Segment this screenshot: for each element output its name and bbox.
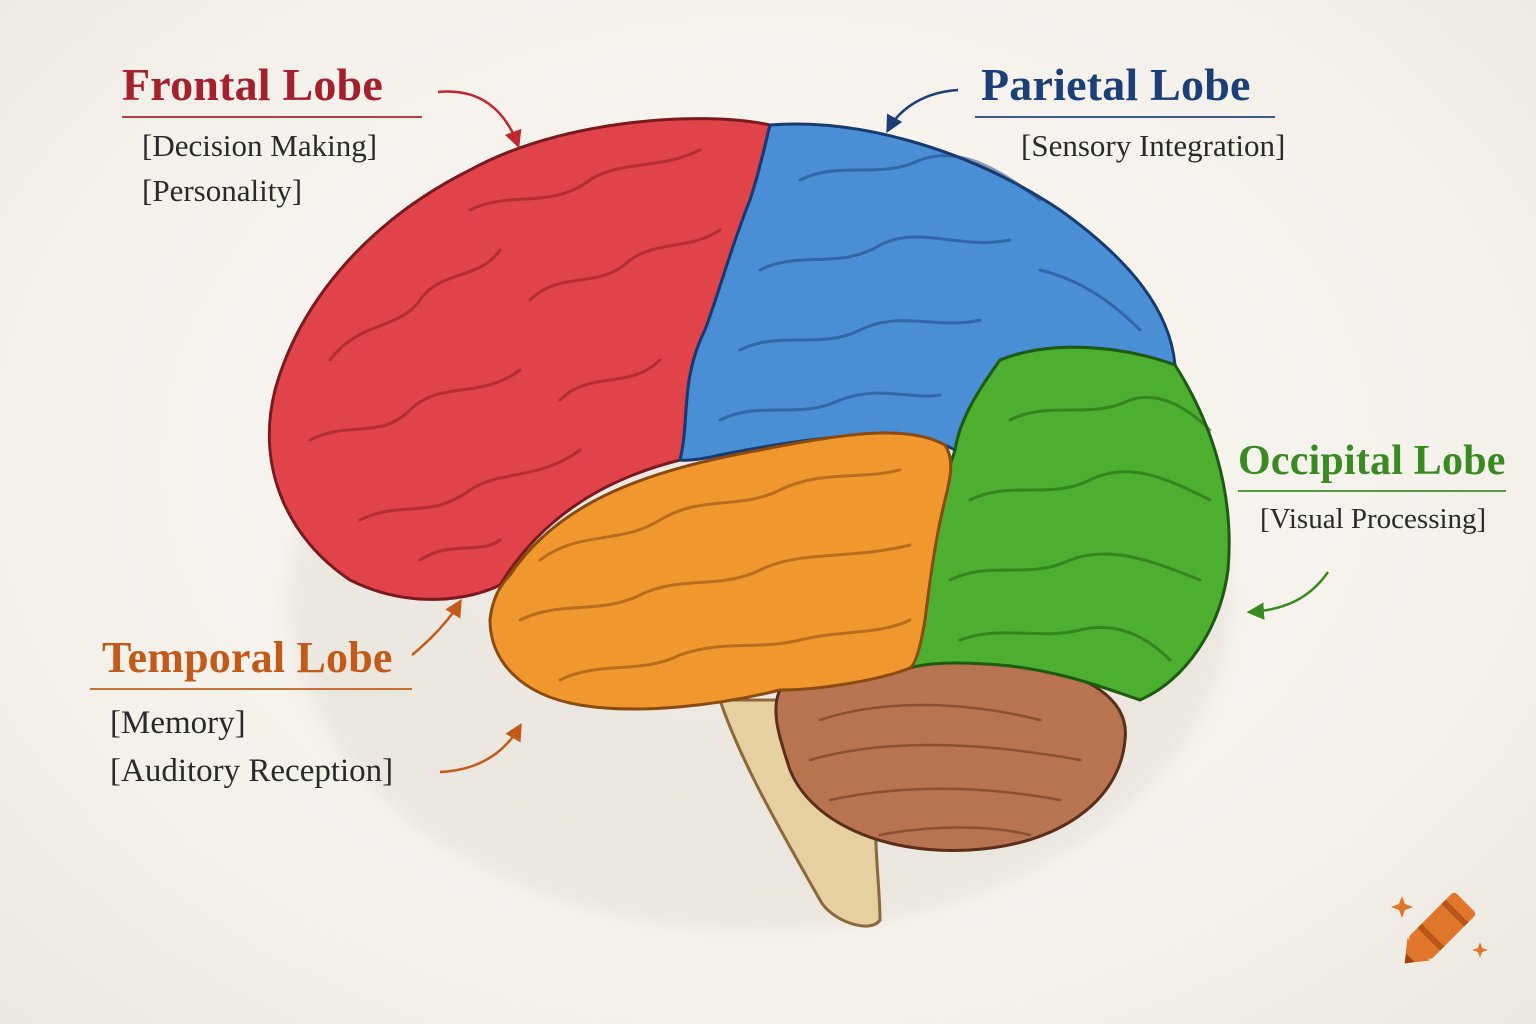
frontal-function-1: [Decision Making] xyxy=(142,128,378,163)
parietal-lobe-title: Parietal Lobe xyxy=(981,59,1251,110)
parietal-function-1: [Sensory Integration] xyxy=(1021,128,1286,163)
temporal-lobe-underline xyxy=(90,688,412,690)
parietal-arrow xyxy=(886,88,959,134)
frontal-gyri xyxy=(308,148,722,562)
occipital-arrow xyxy=(1246,571,1330,620)
frontal-lobe-underline xyxy=(122,116,422,118)
parietal-gyri xyxy=(718,154,1142,422)
frontal-function-2: [Personality] xyxy=(142,172,303,208)
temporal-lobe-callout: Temporal Lobe [Memory] [Auditory Recepti… xyxy=(90,636,412,796)
temporal-lobe-region xyxy=(488,431,953,711)
frontal-lobe-title: Frontal Lobe xyxy=(122,59,383,110)
occipital-gyri xyxy=(948,395,1212,662)
temporal-arrow-lower xyxy=(439,722,522,774)
cerebellum-folia xyxy=(808,703,1082,837)
occipital-lobe-underline xyxy=(1238,490,1506,492)
temporal-function-1: [Memory] xyxy=(110,705,246,741)
occipital-function-1: [Visual Processing] xyxy=(1260,503,1487,535)
temporal-lobe-title: Temporal Lobe xyxy=(102,633,393,682)
parietal-lobe-callout: Parietal Lobe [Sensory Integration] xyxy=(975,62,1285,169)
frontal-arrow xyxy=(437,90,522,149)
occipital-lobe-title: Occipital Lobe xyxy=(1238,438,1506,484)
crayon-icon xyxy=(1391,892,1488,964)
temporal-gyri xyxy=(518,468,912,682)
frontal-lobe-callout: Frontal Lobe [Decision Making] [Personal… xyxy=(122,62,422,214)
temporal-function-2: [Auditory Reception] xyxy=(110,752,394,789)
occipital-lobe-callout: Occipital Lobe [Visual Processing] xyxy=(1238,440,1506,540)
parietal-lobe-underline xyxy=(975,116,1275,118)
temporal-arrow-upper xyxy=(411,598,462,656)
